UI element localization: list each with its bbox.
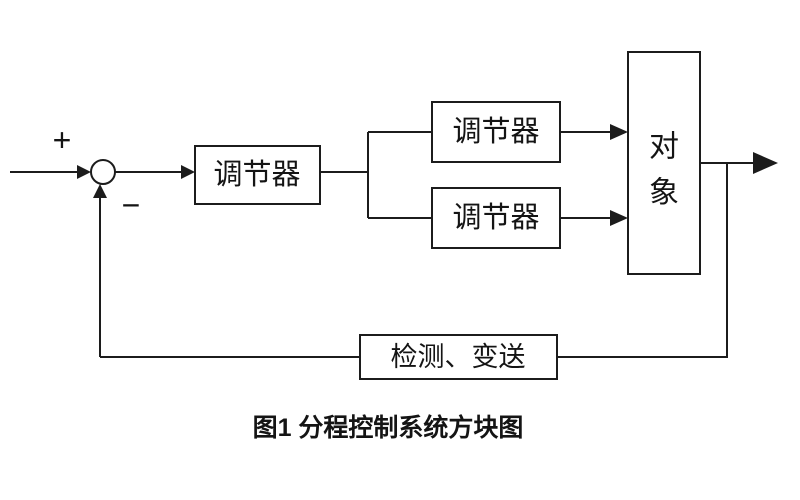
plant-bottom-arrowhead-icon bbox=[610, 210, 628, 226]
plant-label-bottom-char: 象 bbox=[649, 177, 679, 210]
plant-label-top-char: 对 bbox=[649, 131, 679, 164]
sensor-label: 检测、变送 bbox=[391, 342, 526, 372]
feedback-right-line bbox=[557, 163, 728, 358]
block-controller-main bbox=[194, 145, 321, 205]
output-arrowhead-icon bbox=[753, 152, 778, 174]
controller-main-arrowhead-icon bbox=[181, 165, 195, 179]
feedback-arrowhead-icon bbox=[93, 184, 107, 198]
controller-bottom-label: 调节器 bbox=[452, 201, 539, 234]
plant-top-arrowhead-icon bbox=[610, 124, 628, 140]
figure-caption: 图1 分程控制系统方块图 bbox=[253, 413, 524, 442]
summing-junction bbox=[90, 159, 116, 185]
controller-top-label: 调节器 bbox=[452, 115, 539, 148]
controller-main-label: 调节器 bbox=[213, 158, 300, 191]
plus-sign: + bbox=[53, 122, 72, 158]
minus-sign: − bbox=[122, 187, 141, 223]
input-arrowhead-icon bbox=[77, 165, 91, 179]
